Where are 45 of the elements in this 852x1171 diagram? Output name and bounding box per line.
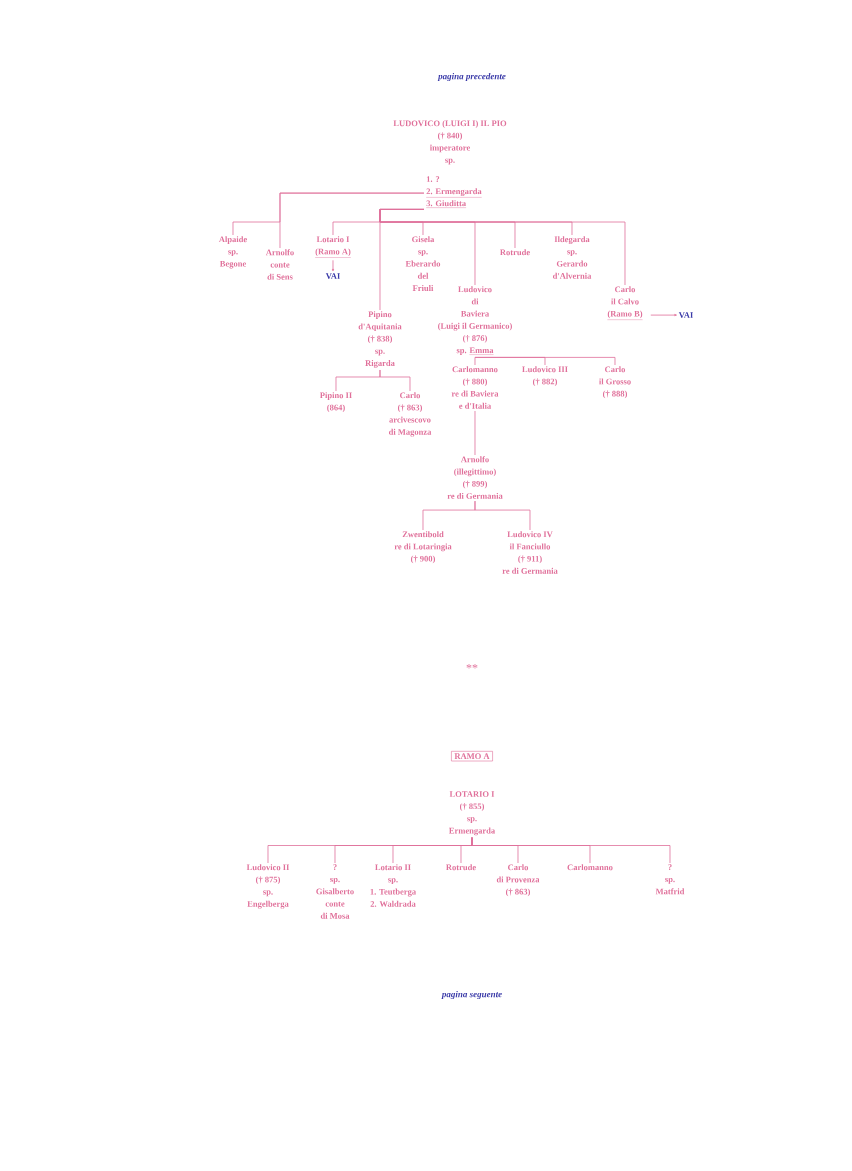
person-entry: Lotario I (Ramo A) xyxy=(314,236,351,258)
link-text: VAI xyxy=(678,312,693,318)
spouse-entry: 2. Ermengarda xyxy=(426,188,482,198)
person-entry: Zwentibold re di Lotaringia († 900) xyxy=(394,531,452,564)
person-entry: Lotario II sp. 1. Teutberga 2. Waldrada xyxy=(370,864,416,907)
person-entry: ? sp. Gisalberto conte di Mosa xyxy=(316,864,354,919)
person-entry: Carlomanno († 880) re di Baviera e d'Italia xyxy=(451,366,499,409)
person-entry: Ludovico di Baviera (Luigi il Germanico) († 876) sp. Emma xyxy=(438,286,512,355)
person-entry: ? sp. Matfrid xyxy=(655,864,685,895)
arrow xyxy=(674,314,677,317)
page-link: pagina precedente xyxy=(437,72,506,82)
person-entry: Ludovico II († 875) sp. Engelberga xyxy=(246,864,290,909)
person-entry: Pipino d'Aquitania († 838) sp. Rigarda xyxy=(358,311,402,368)
separator-stars: ** xyxy=(466,664,478,669)
link-text: VAI xyxy=(325,273,340,279)
person-entry: Carlo il Grosso († 888) xyxy=(599,366,631,399)
family-line xyxy=(379,209,626,286)
person-entry: LOTARIO I († 855) sp. Ermengarda xyxy=(449,791,495,836)
person-entry: Gisela sp. Eberardo del Friuli xyxy=(405,236,441,291)
family-line xyxy=(471,837,671,864)
family-line xyxy=(279,192,425,249)
person-entry: Rotrude xyxy=(500,249,530,256)
person-entry: Carlo di Provenza († 863) xyxy=(496,864,540,897)
spouse-entry: 1. ? xyxy=(426,176,440,182)
family-line xyxy=(474,410,476,456)
person-entry: LUDOVICO (LUIGI I) IL PIO († 840) imperatore sp. xyxy=(393,120,507,165)
family-line xyxy=(379,369,411,392)
person-entry: Ludovico IV il Fanciullo († 911) re di Germania xyxy=(502,531,558,574)
family-line xyxy=(474,357,476,366)
person-entry: Ludovico III († 882) xyxy=(522,366,568,387)
arrow xyxy=(331,259,335,272)
person-entry: Ildegarda sp. Gerardo d'Alvernia xyxy=(553,236,592,279)
spouse-entry: 3. Giuditta xyxy=(426,200,467,208)
person-entry: Pipino II (864) xyxy=(319,392,352,413)
family-line xyxy=(474,357,616,366)
person-entry: Alpaide sp. Begone xyxy=(218,236,247,269)
person-entry: Carlo († 863) arcivescovo di Magonza xyxy=(388,392,432,437)
person-entry: Arnolfo conte di Sens xyxy=(265,249,294,280)
page-link: pagina seguente xyxy=(441,990,502,1000)
person-entry: Arnolfo (illegittimo) († 899) re di Germania xyxy=(447,456,503,499)
person-entry: Rotrude xyxy=(446,864,476,871)
person-entry: Carlomanno xyxy=(567,864,613,871)
person-entry: Carlo il Calvo (Ramo B) xyxy=(607,286,643,320)
branch-box: RAMO A xyxy=(451,751,493,762)
family-line xyxy=(474,500,531,531)
